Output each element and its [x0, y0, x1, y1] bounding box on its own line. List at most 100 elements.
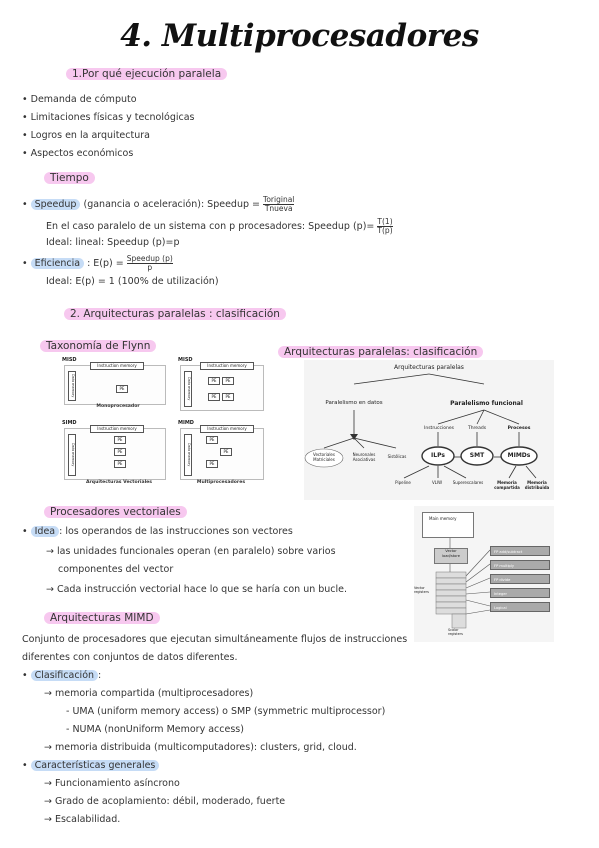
vect-line: componentes del vector: [58, 564, 174, 575]
fraction-numerator: Speedup (p): [126, 254, 173, 264]
efficiency-ideal-line: Ideal: E(p) = 1 (100% de utilización): [46, 276, 219, 287]
mimd-paragraph-line: diferentes con conjuntos de datos difere…: [22, 652, 238, 663]
section-why-parallel: 1.Por qué ejecución paralela: [66, 68, 228, 80]
tree-node-mem-compartida: Memoria compartida: [494, 480, 520, 490]
pe-box: PE: [206, 460, 218, 468]
tree-connectors: [304, 373, 538, 479]
tree-root: Arquitecturas paralelas: [394, 364, 464, 371]
speedup-p-line: En el caso paralelo de un sistema con p …: [46, 218, 393, 235]
speedup-line: • Speedup (ganancia o aceleración): Spee…: [22, 195, 295, 213]
functional-unit: FP multiply: [490, 560, 550, 570]
list-item: Aspectos económicos: [22, 148, 134, 159]
efficiency-text: : E(p) =: [87, 258, 124, 269]
tree-node-procesos: Procesos: [507, 426, 531, 431]
list-item: Logros en la arquitectura: [22, 130, 150, 141]
fraction-denominator: T(p): [377, 226, 393, 235]
speedup-ideal-line: Ideal: lineal: Speedup (p)=p: [46, 237, 180, 248]
mimd-class-item: - NUMA (nonUniform Memory access): [66, 724, 244, 735]
main-memory-box: Main memory: [422, 512, 474, 538]
mimd-feature-item: → Escalabilidad.: [44, 814, 121, 825]
tree-node-superescalares: Superescalares: [452, 480, 484, 485]
mimd-class-item: → memoria distribuida (multicomputadores…: [44, 742, 357, 753]
tree-node-mem-distribuida: Memoria distribuida: [524, 480, 550, 490]
instruction-memory: Instruction memory: [90, 362, 144, 370]
scalar-registers-label: Scalar registers: [448, 628, 463, 636]
data-memory: Data memory: [68, 434, 76, 476]
section-mimd: Arquitecturas MIMD: [44, 612, 160, 624]
section-heading: Arquitecturas MIMD: [44, 612, 160, 624]
pe-box: PE: [208, 377, 220, 385]
vector-registers-label: Vector registers: [414, 586, 429, 594]
section-heading: Arquitecturas paralelas: clasificación: [278, 346, 484, 358]
tree-node-smt: SMT: [469, 452, 485, 459]
pe-box: PE: [114, 436, 126, 444]
tree-node-vectoriales: Vectoriales Matriciales: [313, 452, 335, 462]
idea-text: : los operandos de las instrucciones son…: [59, 526, 293, 537]
section-heading: Procesadores vectoriales: [44, 506, 187, 518]
section-vectoriales: Procesadores vectoriales: [44, 506, 187, 518]
speedup-label: Speedup: [30, 199, 81, 210]
efficiency-line: • Eficiencia : E(p) = Speedup (p) p: [22, 254, 173, 272]
efficiency-label: Eficiencia: [30, 258, 85, 269]
figure-frame: [64, 365, 166, 405]
tree-node-ilps: ILPs: [431, 452, 445, 459]
pe-box: PE: [222, 377, 234, 385]
figure-label: SIMD: [62, 420, 77, 426]
flynn-mimd-figure: MIMD Instruction memory Data memory PE P…: [176, 420, 266, 490]
mimd-feature-item: → Funcionamiento asíncrono: [44, 778, 180, 789]
functional-unit: FP add/subtract: [490, 546, 550, 556]
tree-node-instrucciones: Instrucciones: [424, 426, 454, 431]
tree-node-neuronales: Neuronales Asociativas: [352, 452, 376, 462]
pe-box: PE: [206, 436, 218, 444]
tree-node-pipeline: Pipeline: [395, 480, 411, 485]
mimd-class-item: → memoria compartida (multiprocesadores): [44, 688, 254, 699]
arq-tree-diagram: Arquitecturas paralelas Paralelismo en d…: [304, 360, 554, 500]
section-heading: 1.Por qué ejecución paralela: [66, 68, 228, 80]
tree-node-datos: Paralelismo en datos: [325, 400, 383, 406]
section-tiempo: Tiempo: [44, 172, 95, 184]
data-memory: Data memory: [184, 434, 192, 476]
vector-processor-figure: Main memory Vector load/store Vector reg…: [414, 506, 554, 642]
section-heading: 2. Arquitecturas paralelas : clasificaci…: [64, 308, 286, 320]
tree-node-sistolicas: Sistólicas: [387, 454, 407, 459]
functional-unit: FP divide: [490, 574, 550, 584]
list-item: Limitaciones físicas y tecnológicas: [22, 112, 195, 123]
functional-unit: Integer: [490, 588, 550, 598]
figure-label: MISD: [62, 357, 77, 363]
tree-node-mimds: MIMDs: [507, 452, 531, 459]
vector-figure-lines: [435, 536, 491, 629]
vect-line: → Cada instrucción vectorial hace lo que…: [46, 584, 348, 595]
section-heading: Taxonomía de Flynn: [40, 340, 157, 352]
figure-label: MISD: [178, 357, 193, 363]
features-label: Características generales: [30, 760, 160, 771]
flynn-misd-figure: MISD Instruction memory Data memory PE P…: [176, 357, 266, 415]
speedup-fraction: Toriginal Tnueva: [263, 195, 295, 213]
page-title: 4. Multiprocesadores: [120, 18, 479, 54]
section-arq-classification: Arquitecturas paralelas: clasificación: [278, 346, 484, 358]
classification-colon: :: [98, 670, 102, 681]
flynn-simd-figure: SIMD Instruction memory Data memory PE P…: [58, 420, 166, 490]
figure-caption: Arquitecturas Vectoriales: [85, 480, 152, 485]
idea-label: Idea: [30, 526, 60, 537]
vector-load-store: Vector load/store: [434, 548, 468, 564]
pe-box: PE: [116, 385, 128, 393]
section-heading: Tiempo: [44, 172, 95, 184]
flynn-sisd-figure: MISD Instruction memory Data memory PE M…: [58, 357, 166, 415]
speedup-p-text: En el caso paralelo de un sistema con p …: [46, 221, 375, 232]
fraction-numerator: Toriginal: [263, 195, 295, 205]
tree-node-threads: Threads: [467, 426, 487, 431]
mimd-feature-item: → Grado de acoplamiento: débil, moderado…: [44, 796, 286, 807]
tree-node-vliw: VLIW: [431, 480, 443, 485]
speedup-p-fraction: T(1) T(p): [377, 217, 393, 235]
mimd-class-item: - UMA (uniform memory access) o SMP (sym…: [66, 706, 386, 717]
section-architectures: 2. Arquitecturas paralelas : clasificaci…: [64, 308, 286, 320]
data-memory: Data memory: [68, 371, 76, 401]
functional-unit: Logical: [490, 602, 550, 612]
pe-box: PE: [114, 448, 126, 456]
fraction-numerator: T(1): [377, 217, 393, 227]
classification-label: Clasificación: [30, 670, 99, 681]
mimd-paragraph-line: Conjunto de procesadores que ejecutan si…: [22, 634, 408, 645]
section-flynn: Taxonomía de Flynn: [40, 340, 157, 352]
data-memory: Data memory: [184, 371, 192, 407]
instruction-memory: Instruction memory: [90, 425, 144, 433]
